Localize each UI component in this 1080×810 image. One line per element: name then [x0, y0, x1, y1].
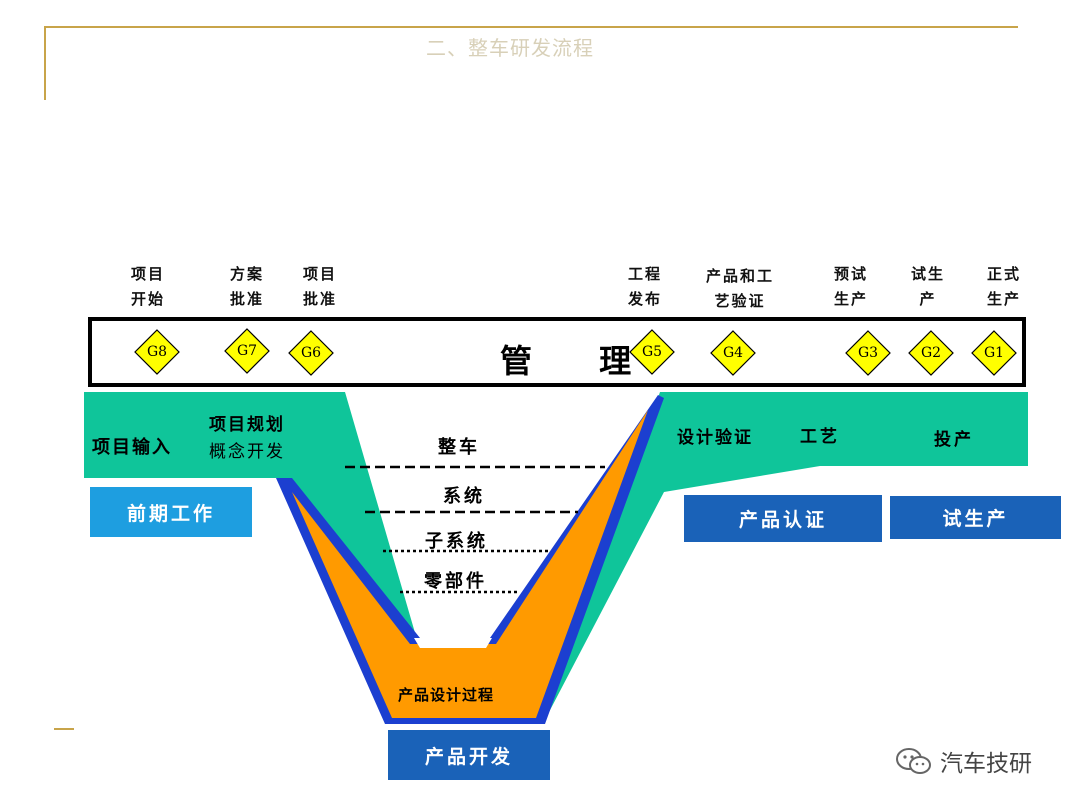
launch-label: 投产: [934, 430, 974, 450]
gate-g8-icon: G8: [134, 329, 180, 375]
gate-g1-icon: G1: [971, 330, 1017, 376]
milestone-label-g1: 正式 生产: [986, 265, 1021, 308]
footer-tick: [54, 728, 74, 730]
phase-pre-work: 前期工作: [90, 487, 252, 537]
gate-g3-label: G3: [857, 345, 879, 361]
gate-g3-icon: G3: [845, 330, 891, 376]
gate-g1-label: G1: [983, 345, 1005, 361]
management-label: 管 理: [500, 342, 660, 380]
project-planning-label: 项目规划: [209, 415, 285, 435]
gate-g2-label: G2: [920, 345, 942, 361]
page-title: 二、整车研发流程: [426, 36, 594, 60]
gate-g6-label: G6: [300, 345, 322, 361]
gate-g7-icon: G7: [224, 328, 270, 374]
left-teal-band: [84, 392, 420, 650]
level-vehicle: 整车: [438, 437, 480, 458]
phase-trial-production: 试生产: [890, 496, 1061, 539]
craft-label: 工艺: [800, 427, 840, 447]
gate-g5-icon: G5: [629, 329, 675, 375]
phase-product-dev: 产品开发: [388, 730, 550, 780]
brand-watermark: 汽车技研: [894, 744, 1032, 778]
milestone-label-g7: 方案 批准: [229, 265, 264, 308]
milestone-label-g5: 工程 发布: [627, 265, 662, 308]
orange-v-body: [292, 410, 648, 718]
milestone-label-g4: 产品和工 艺验证: [705, 267, 774, 310]
gate-g4-label: G4: [722, 345, 744, 361]
milestone-label-g2: 试生 产: [910, 265, 945, 308]
level-subsystem: 子系统: [425, 531, 488, 552]
right-teal-band: [548, 392, 1028, 714]
gate-g2-icon: G2: [908, 330, 954, 376]
phase-product-cert: 产品认证: [684, 495, 882, 542]
gate-g8-label: G8: [146, 344, 168, 360]
process-label: 产品设计过程: [398, 686, 495, 704]
concept-dev-label: 概念开发: [209, 442, 285, 462]
milestone-label-g8: 项目 开始: [130, 265, 165, 308]
title-frame: 二、整车研发流程: [44, 26, 1018, 100]
milestone-label-g3: 预试 生产: [833, 265, 868, 308]
v-notch: [414, 638, 492, 648]
project-input-label: 项目输入: [92, 437, 172, 458]
design-verification-label: 设计验证: [677, 428, 753, 448]
gate-g7-label: G7: [236, 343, 258, 359]
brand-name: 汽车技研: [940, 751, 1032, 777]
level-system: 系统: [443, 486, 485, 507]
milestone-label-g6: 项目 批准: [302, 265, 337, 308]
gate-g6-icon: G6: [288, 330, 334, 376]
wechat-icon: [896, 748, 931, 774]
gate-g5-label: G5: [641, 344, 663, 360]
level-component: 零部件: [424, 571, 487, 592]
gate-g4-icon: G4: [710, 330, 756, 376]
